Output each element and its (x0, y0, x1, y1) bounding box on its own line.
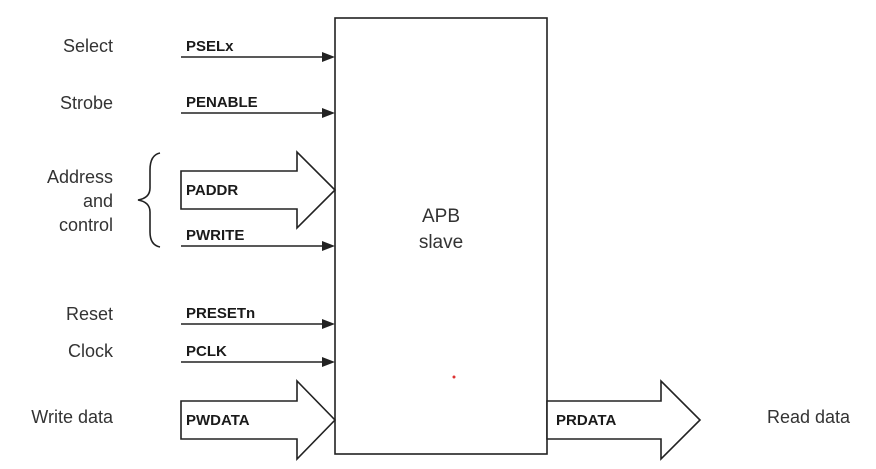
prdata-signal: PRDATA (556, 412, 616, 429)
select-desc: Select (63, 36, 113, 56)
clock-desc: Clock (68, 341, 114, 361)
block-label-line1: APB (422, 206, 460, 227)
curly-brace (137, 152, 161, 248)
address-desc-line2: and (83, 191, 113, 211)
pwdata-signal: PWDATA (186, 412, 250, 429)
pselx-arrow (181, 52, 335, 62)
apb-slave-block (334, 17, 548, 455)
pwdata-bus-arrow (180, 379, 337, 461)
penable-signal: PENABLE (186, 94, 258, 111)
block-label-line2: slave (419, 232, 463, 253)
strobe-desc: Strobe (60, 93, 113, 113)
pwrite-arrow (181, 241, 335, 251)
penable-arrow (181, 108, 335, 118)
pclk-signal: PCLK (186, 343, 227, 360)
pclk-arrow (181, 357, 335, 367)
address-desc-line1: Address (47, 167, 113, 187)
red-dot-mark (452, 375, 456, 379)
reset-desc: Reset (66, 304, 113, 324)
prdata-bus-arrow (546, 379, 702, 461)
read-data-desc: Read data (767, 407, 851, 427)
presetn-signal: PRESETn (186, 305, 255, 322)
address-desc-line3: control (59, 215, 113, 235)
pselx-signal: PSELx (186, 38, 234, 55)
write-data-desc: Write data (31, 407, 114, 427)
pwrite-signal: PWRITE (186, 227, 244, 244)
paddr-bus-arrow (180, 150, 337, 230)
presetn-arrow (181, 319, 335, 329)
paddr-signal: PADDR (186, 182, 238, 199)
